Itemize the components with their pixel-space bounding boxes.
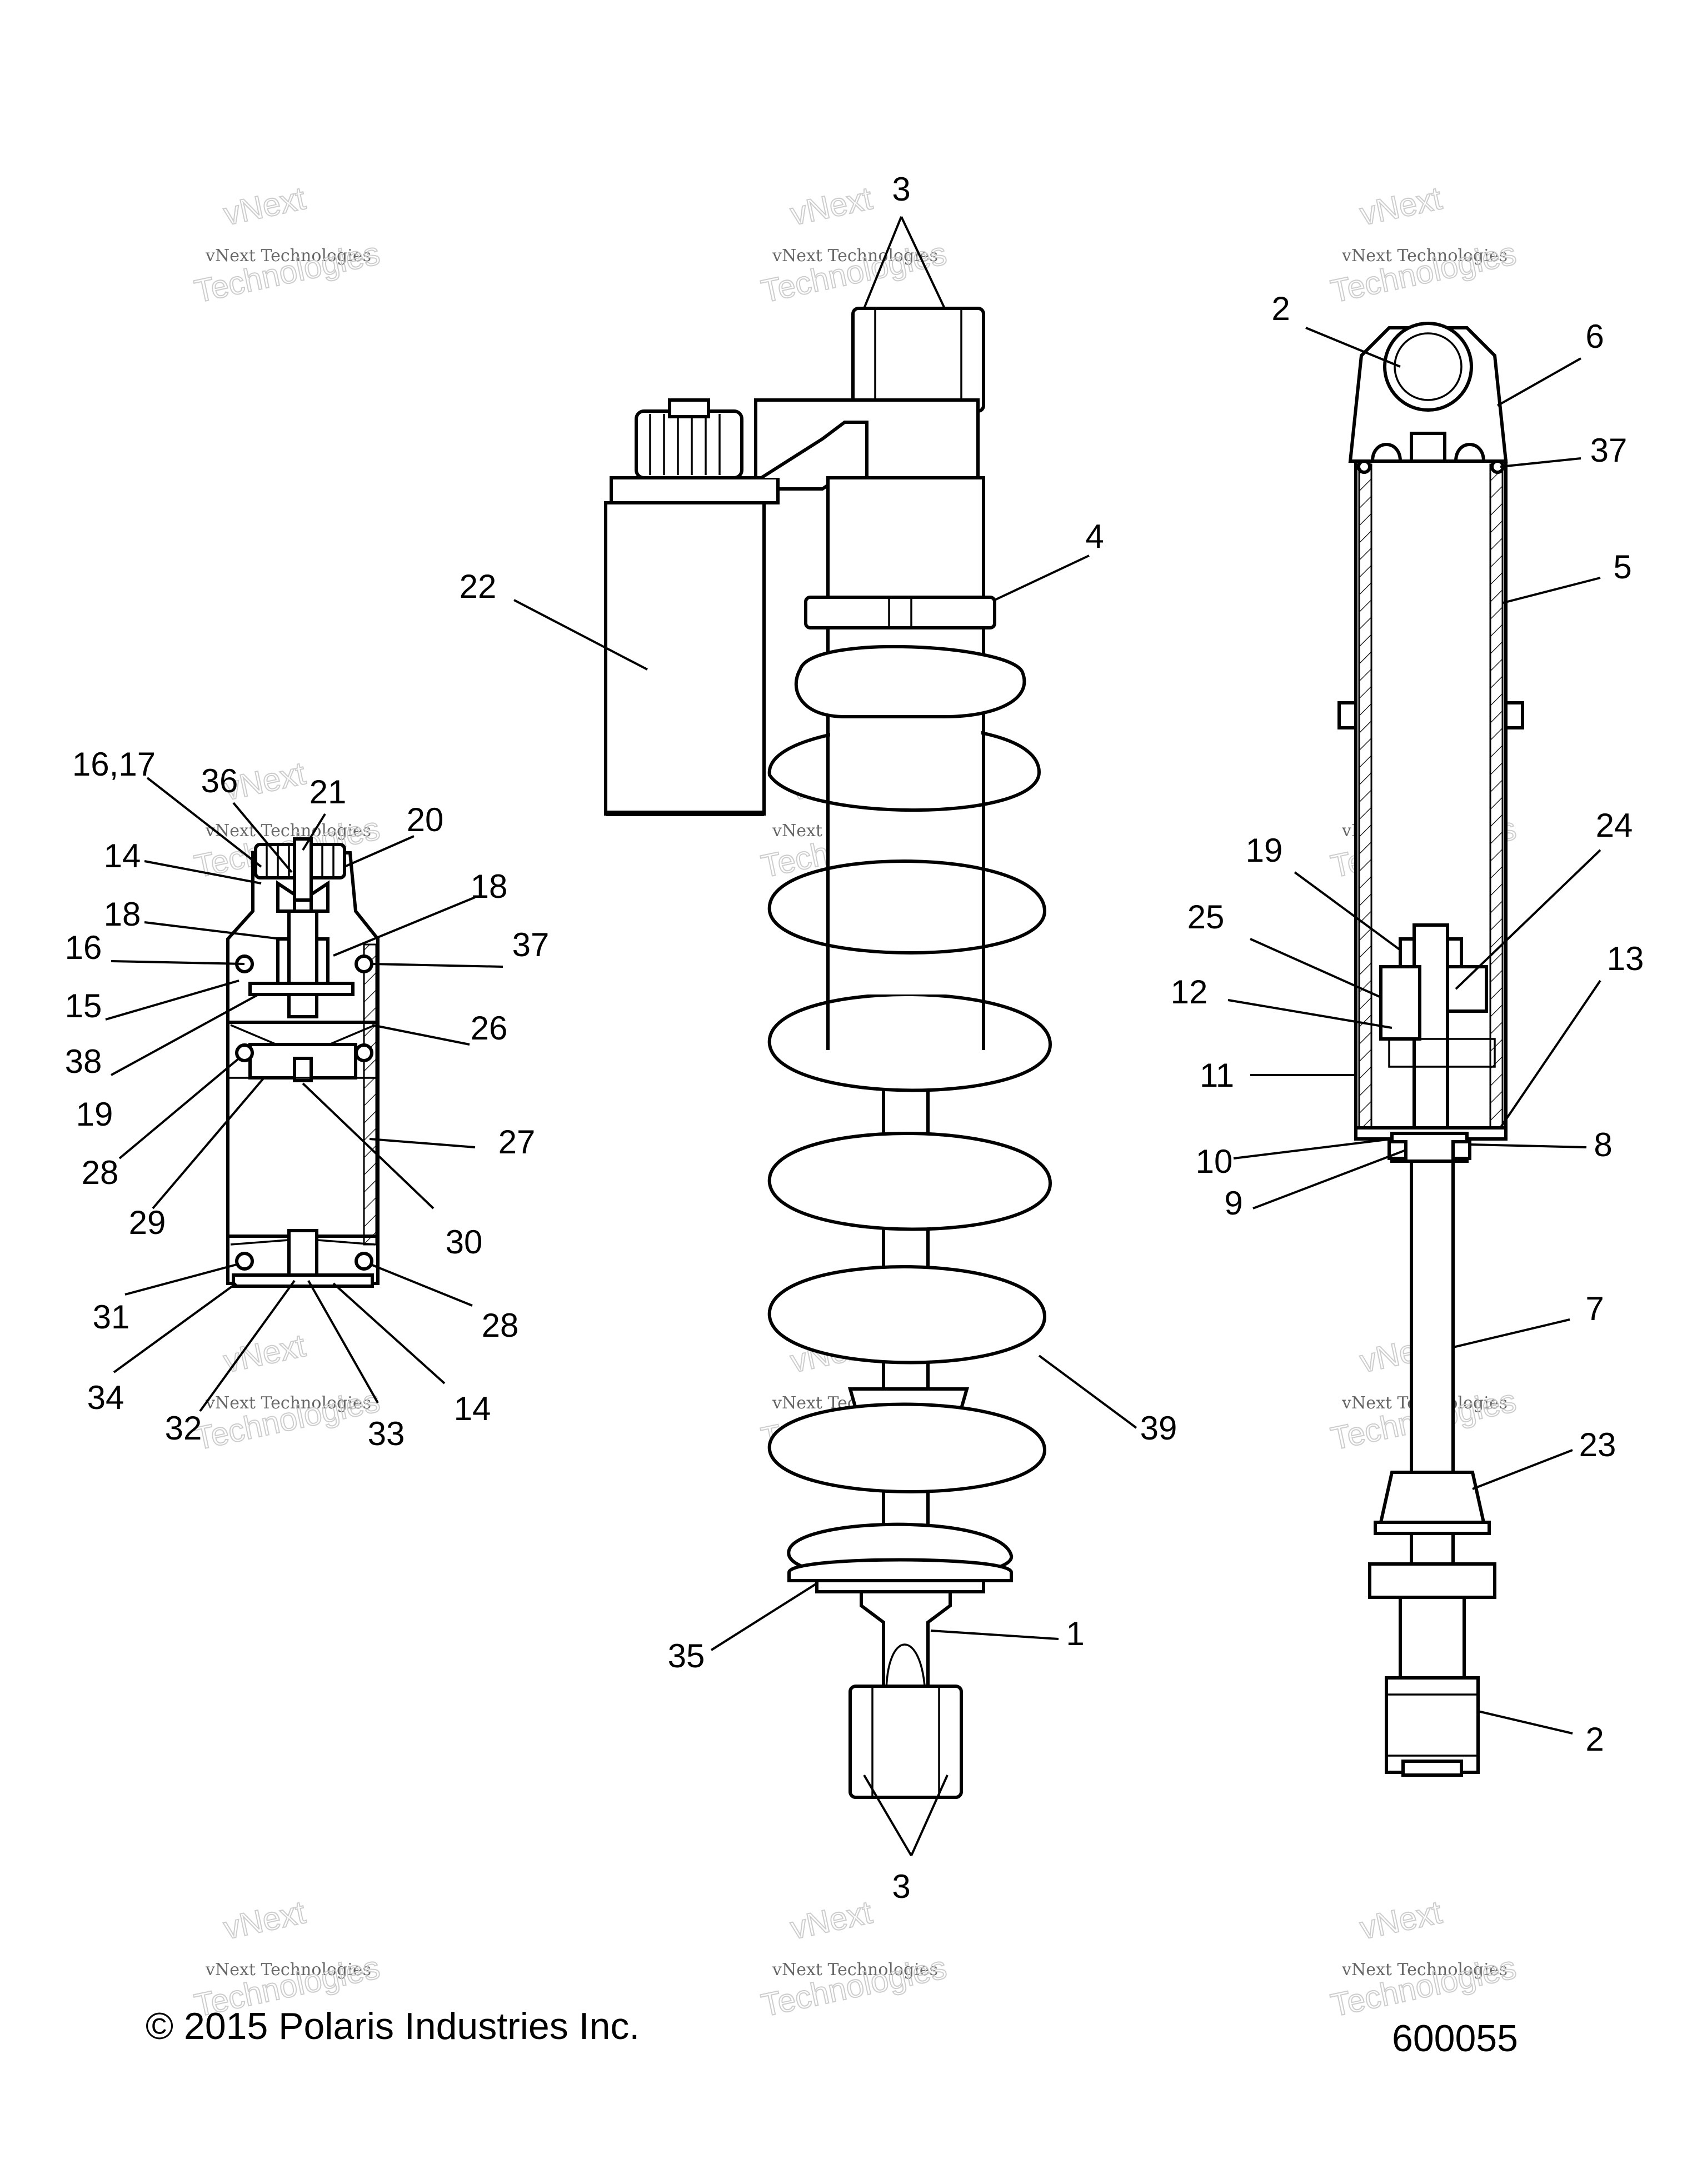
callout-29: 29 [129,1204,166,1241]
spring-retainer-4 [804,596,996,629]
callout-19-right: 19 [1246,832,1283,869]
callout-10: 10 [1196,1143,1233,1180]
callout-23: 23 [1579,1426,1616,1463]
center-shock-assembly [604,307,1052,1799]
callout-30: 30 [446,1223,483,1261]
callout-16-17: 16,17 [72,746,156,783]
top-bushing-2 [1383,322,1473,412]
callout-28-left: 28 [82,1154,119,1191]
callouts: 3 3 22 4 39 35 1 2 6 37 5 19 24 25 13 12… [65,171,1644,1905]
callout-35: 35 [668,1637,705,1675]
callout-6: 6 [1585,318,1604,355]
callout-3-top: 3 [892,171,910,208]
figure-number: 600055 [1392,2017,1518,2060]
callout-37-right: 37 [1590,432,1628,469]
piston-25 [1379,965,1421,1041]
callout-31: 31 [93,1298,130,1336]
callout-2-top: 2 [1271,290,1290,327]
callout-37-left: 37 [512,926,550,963]
callout-22: 22 [460,568,497,605]
callout-3-bottom: 3 [892,1868,910,1905]
callout-14-bottom: 14 [454,1390,491,1427]
bottom-bushing-2 [1385,1676,1480,1774]
callout-33: 33 [368,1415,405,1452]
callout-9: 9 [1224,1185,1242,1222]
callout-12: 12 [1171,973,1208,1011]
callout-25: 25 [1187,898,1225,936]
callout-11: 11 [1200,1057,1234,1094]
callout-27: 27 [498,1123,536,1161]
callout-18-left: 18 [104,896,141,933]
callout-28-right: 28 [482,1307,519,1344]
reservoir-22 [604,501,766,816]
callout-8: 8 [1594,1126,1612,1163]
callout-2-bottom: 2 [1585,1721,1604,1758]
callout-19-left: 19 [76,1096,113,1133]
callout-18-right: 18 [471,868,508,905]
callout-21: 21 [310,773,347,811]
callout-14-top: 14 [104,837,141,874]
callout-26: 26 [471,1009,508,1047]
copyright-text: © 2015 Polaris Industries Inc. [146,2005,640,2047]
callout-15: 15 [65,987,102,1024]
callout-39: 39 [1140,1410,1177,1447]
callout-4: 4 [1085,518,1104,555]
spring-seat-35 [787,1558,1013,1582]
callout-20: 20 [407,801,444,838]
callout-16: 16 [65,929,102,966]
reservoir-knob [635,409,743,479]
callout-36: 36 [201,762,238,799]
callout-5: 5 [1613,548,1631,586]
leader-lines [105,216,1601,1857]
bump-stop-23 [1379,1471,1486,1524]
callout-13: 13 [1607,940,1644,977]
right-cutaway-assembly [1337,322,1524,1777]
callout-24: 24 [1596,807,1633,844]
callout-34: 34 [87,1379,124,1416]
bottom-bushing [848,1685,963,1799]
left-reservoir-cutaway [226,837,380,1288]
callout-1: 1 [1066,1615,1084,1652]
callout-38: 38 [65,1043,102,1080]
top-bushing [851,307,985,413]
callout-32: 32 [165,1410,202,1447]
callout-7: 7 [1585,1290,1604,1327]
reservoir-arm [760,421,869,479]
